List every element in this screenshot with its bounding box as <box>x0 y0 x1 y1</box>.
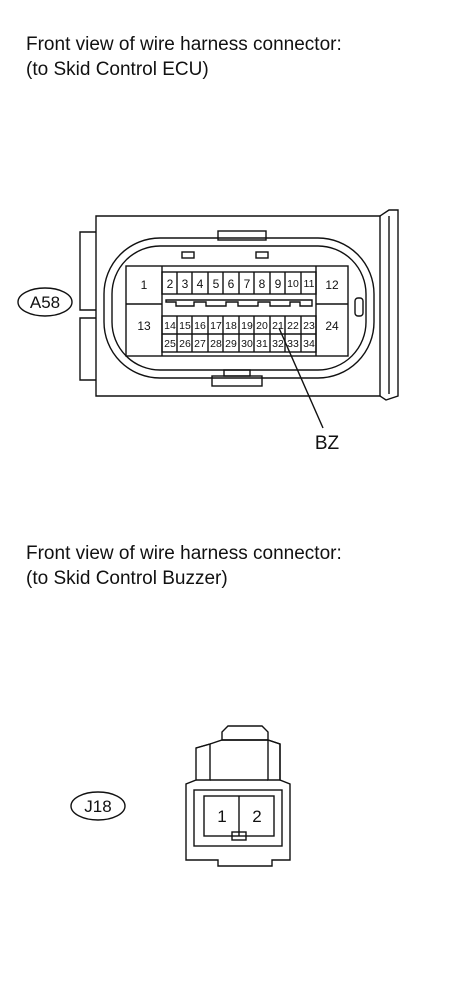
j18-pin-1: 1 <box>217 807 226 826</box>
a58-top-key <box>217 230 267 241</box>
a58-pin-18: 18 <box>225 320 237 332</box>
a58-side-lock <box>354 297 364 317</box>
a58-pin-17: 17 <box>210 320 222 332</box>
ecu-caption-line1: Front view of wire harness connector: <box>26 34 342 55</box>
ecu-connector-caption: Front view of wire harness connector: (t… <box>26 32 342 82</box>
a58-pin-23: 23 <box>303 320 315 332</box>
a58-pin-14: 14 <box>164 320 176 332</box>
a58-pin-13: 13 <box>137 319 151 333</box>
a58-left-tab-upper <box>79 231 96 311</box>
a58-pin-field <box>125 265 349 357</box>
j18-bottom-key <box>231 831 247 841</box>
j18-tag-ellipse <box>70 791 126 821</box>
a58-pin-28: 28 <box>210 338 222 350</box>
j18-tag-label: J18 <box>84 797 111 816</box>
j18-connector <box>70 725 291 867</box>
j18-shroud <box>193 789 283 847</box>
a58-pin-5: 5 <box>213 277 220 291</box>
a58-pin-10: 10 <box>287 278 299 290</box>
a58-pin-15: 15 <box>179 320 191 332</box>
ecu-caption-line2: (to Skid Control ECU) <box>26 59 209 80</box>
a58-pin-19: 19 <box>241 320 253 332</box>
buzzer-caption-line1: Front view of wire harness connector: <box>26 543 342 564</box>
a58-pin-25: 25 <box>164 338 176 350</box>
a58-pin-11: 11 <box>304 278 315 290</box>
a58-pin-33: 33 <box>287 338 299 350</box>
a58-left-tab-lower <box>79 317 96 381</box>
a58-pin-26: 26 <box>179 338 191 350</box>
a58-pin-4: 4 <box>197 277 204 291</box>
a58-pin-9: 9 <box>275 277 282 291</box>
a58-pin-24: 24 <box>325 319 339 333</box>
a58-right-lever <box>379 209 399 401</box>
bz-callout-leader <box>278 327 324 429</box>
a58-pin-27: 27 <box>194 338 206 350</box>
bz-callout-label: BZ <box>315 433 340 454</box>
a58-tag-label: A58 <box>30 293 60 312</box>
a58-pin-29: 29 <box>225 338 237 350</box>
a58-connector <box>17 209 399 429</box>
a58-pin-1: 1 <box>141 278 148 292</box>
a58-pin-31: 31 <box>256 338 268 350</box>
a58-pin-3: 3 <box>182 277 189 291</box>
a58-shroud-outer <box>103 237 375 379</box>
a58-tag-ellipse <box>17 287 73 317</box>
a58-pin-12: 12 <box>325 278 339 292</box>
j18-pin-2: 2 <box>252 807 261 826</box>
a58-pin-7: 7 <box>244 277 251 291</box>
buzzer-caption-line2: (to Skid Control Buzzer) <box>26 568 228 589</box>
a58-pin-22: 22 <box>287 320 299 332</box>
a58-top-slot-right <box>255 251 269 259</box>
a58-pin-2: 2 <box>167 277 174 291</box>
a58-top-slot-left <box>181 251 195 259</box>
buzzer-connector-caption: Front view of wire harness connector: (t… <box>26 541 342 591</box>
a58-pin-21: 21 <box>272 320 284 332</box>
a58-pin-8: 8 <box>259 277 266 291</box>
a58-pin-32: 32 <box>272 338 284 350</box>
j18-top-key <box>221 725 269 741</box>
a58-pin-30: 30 <box>241 338 253 350</box>
a58-pin-20: 20 <box>256 320 268 332</box>
a58-pin-6: 6 <box>228 277 235 291</box>
a58-bottom-slot <box>223 369 251 377</box>
a58-pin-34: 34 <box>303 338 315 350</box>
a58-pin-16: 16 <box>194 320 206 332</box>
a58-separator-bar <box>165 299 313 307</box>
